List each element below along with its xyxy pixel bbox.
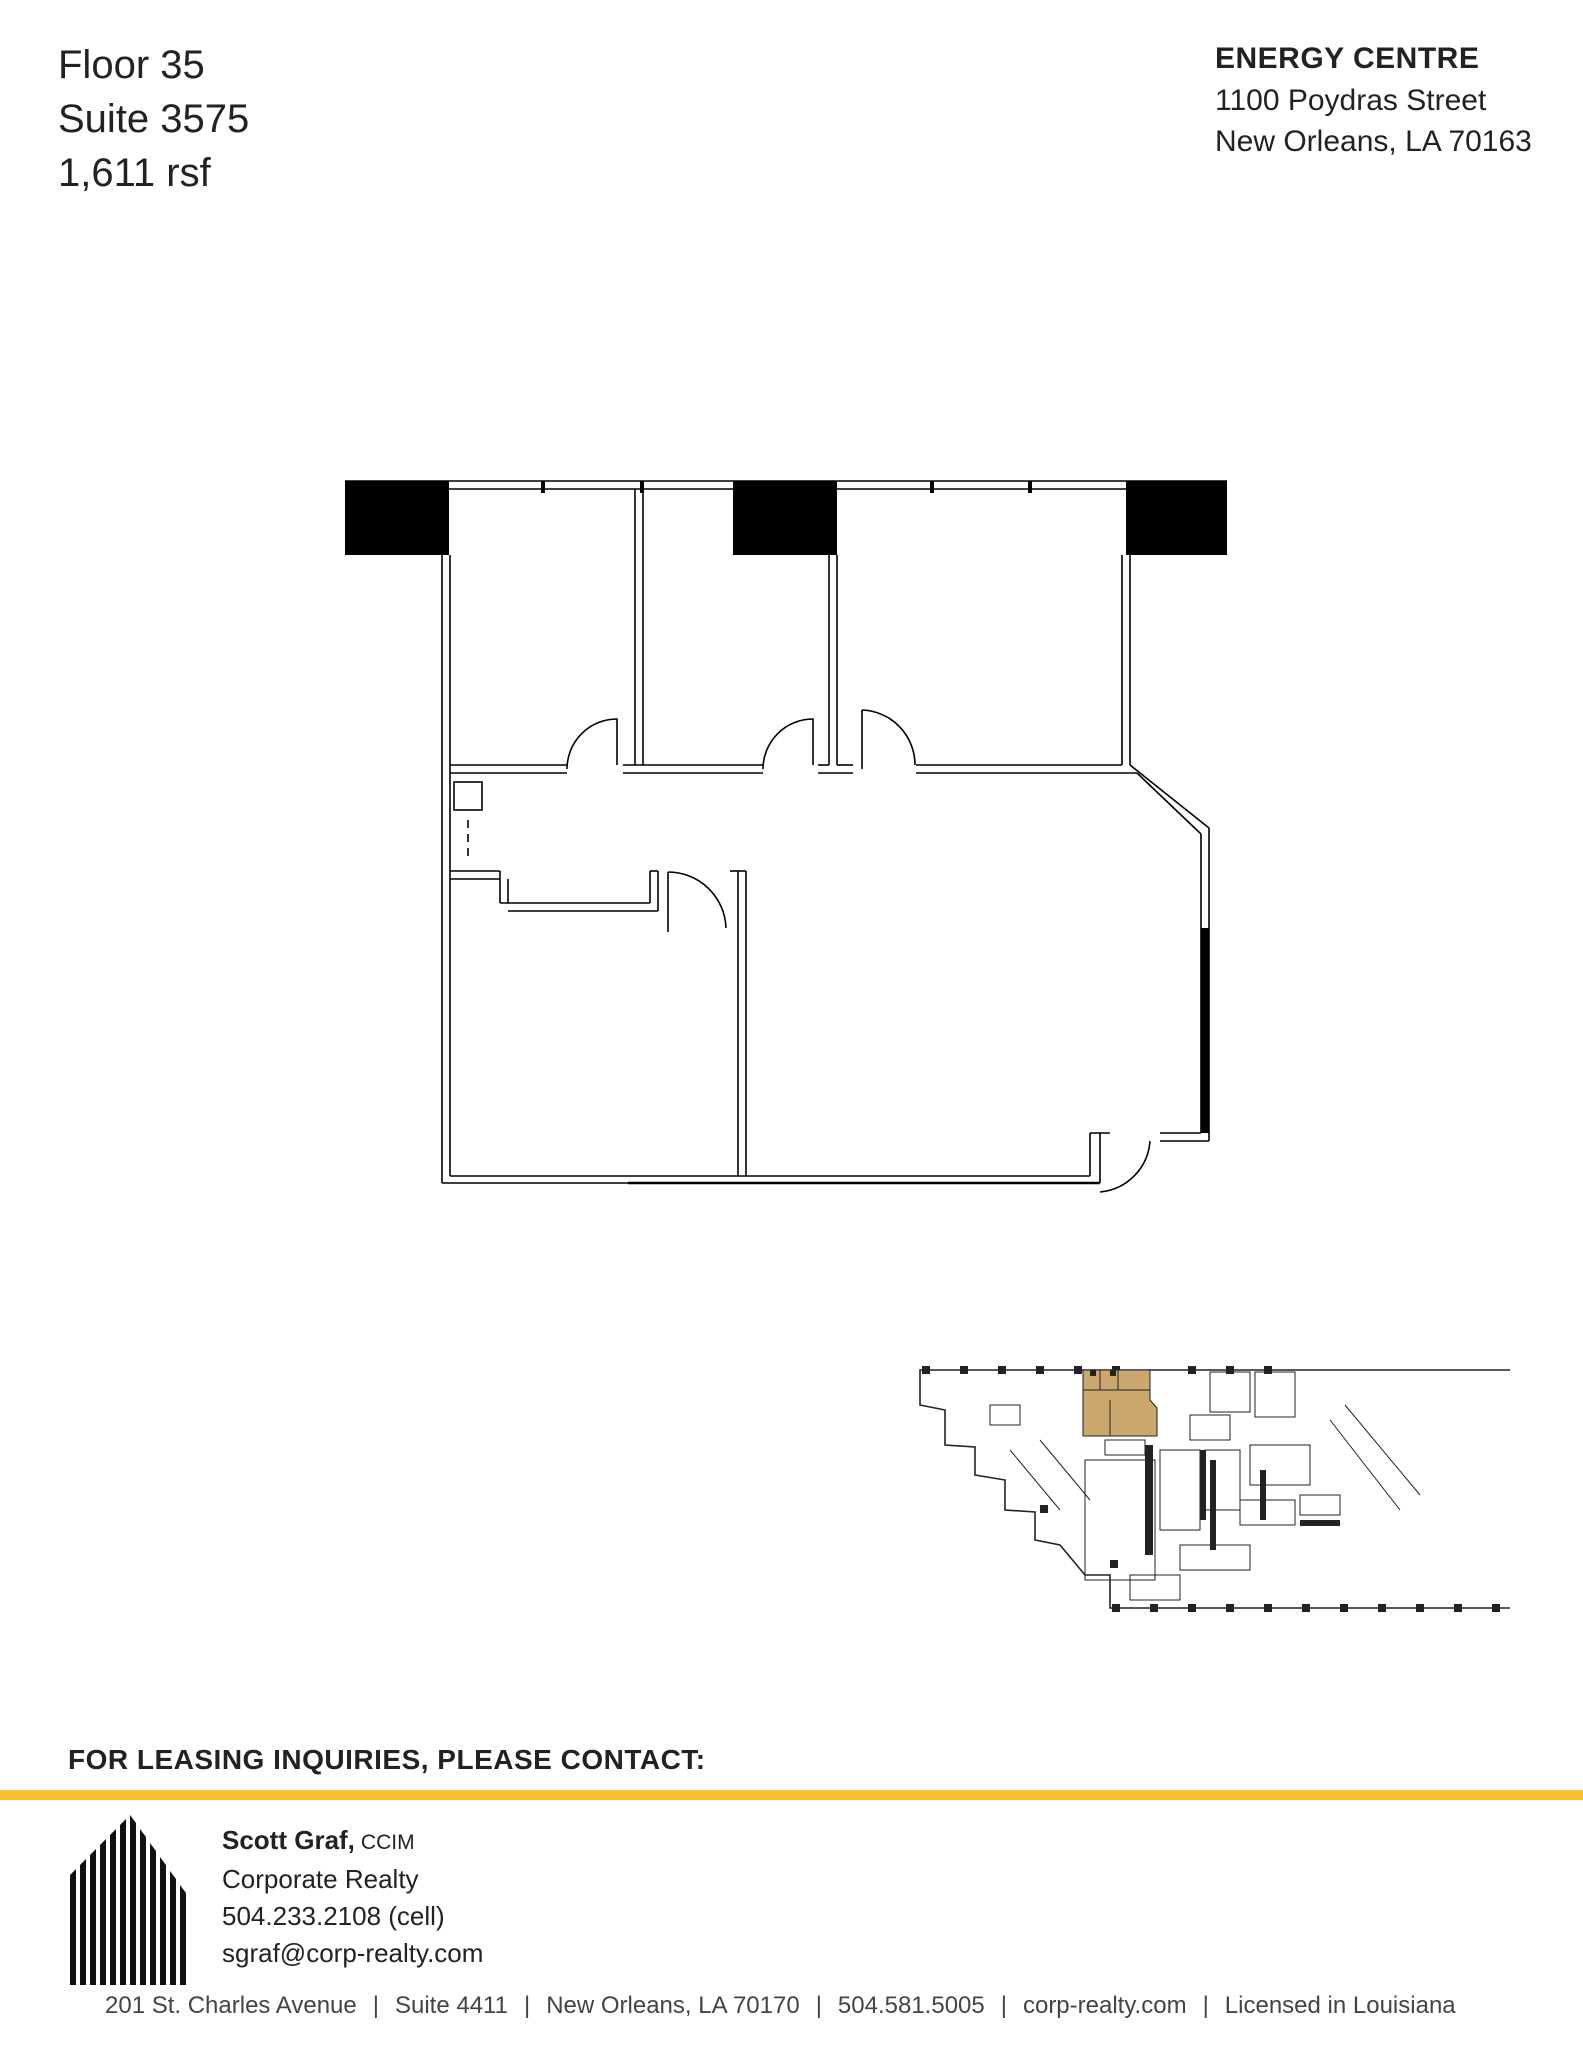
footer: 201 St. Charles Avenue | Suite 4411 | Ne… [105,1992,1545,2020]
building-street: 1100 Poydras Street [1215,84,1487,117]
footer-license: Licensed in Louisiana [1224,1992,1456,2019]
accent-divider [0,1790,1583,1800]
footer-separator: | [815,1992,822,2019]
building-name: ENERGY CENTRE [1215,42,1480,75]
agent-credential: CCIM [360,1831,415,1854]
suite-number: Suite 3575 [58,97,250,141]
footer-separator: | [372,1992,379,2019]
footer-website[interactable]: corp-realty.com [1022,1992,1187,2019]
footer-separator: | [523,1992,531,2019]
agent-name-line: Scott Graf,CCIM [222,1822,483,1861]
footer-phone[interactable]: 504.581.5005 [837,1992,985,2019]
agent-name: Scott Graf, [222,1825,355,1855]
agent-phone[interactable]: 504.233.2108 (cell) [222,1901,445,1931]
floor-label: Floor 35 [58,43,205,87]
building-key-plan [919,1366,1510,1612]
footer-city: New Orleans, LA 70170 [546,1992,800,2019]
footer-separator: | [1000,1992,1007,2019]
building-info: ENERGY CENTRE 1100 Poydras Street New Or… [1215,38,1532,162]
footer-address: 201 St. Charles Avenue [105,1992,357,2019]
suite-area: 1,611 rsf [58,151,211,195]
building-city: New Orleans, LA 70163 [1215,125,1532,158]
agent-email[interactable]: sgraf@corp-realty.com [222,1938,484,1968]
footer-separator: | [1202,1992,1209,2019]
suite-info: Floor 35 Suite 3575 1,611 rsf [58,38,249,200]
contact-heading: FOR LEASING INQUIRIES, PLEASE CONTACT: [68,1744,706,1775]
corporate-realty-logo [70,1815,186,1985]
footer-suite: Suite 4411 [394,1992,508,2019]
highlighted-suite [1082,1369,1158,1437]
suite-floor-plan [345,480,1227,1193]
agent-contact: Scott Graf,CCIM Corporate Realty 504.233… [222,1822,483,1972]
agent-company: Corporate Realty [222,1864,419,1894]
